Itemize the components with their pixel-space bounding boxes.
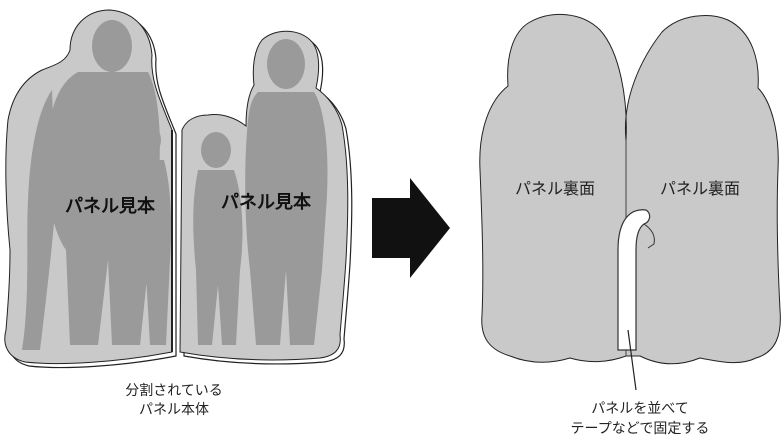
- back-caption-line1: パネルを並べて: [591, 401, 688, 417]
- back-caption-line2: テープなどで固定する: [571, 421, 710, 437]
- adult-child-silhouette: [22, 20, 172, 350]
- back-left-label: パネル裏面: [515, 179, 595, 198]
- front-left-label: パネル見本: [65, 195, 155, 217]
- back-panel: [479, 13, 781, 391]
- tape-strip: [617, 209, 655, 351]
- right-arrow-icon: [372, 178, 450, 278]
- front-panel-left: [4, 9, 177, 369]
- front-panel-right: [179, 30, 353, 365]
- front-caption-line1: 分割されている: [125, 382, 223, 399]
- woman-girl-silhouette: [193, 39, 328, 345]
- front-right-label: パネル見本: [221, 191, 311, 213]
- back-right-label: パネル裏面: [660, 179, 740, 198]
- front-caption-line2: パネル本体: [139, 402, 209, 418]
